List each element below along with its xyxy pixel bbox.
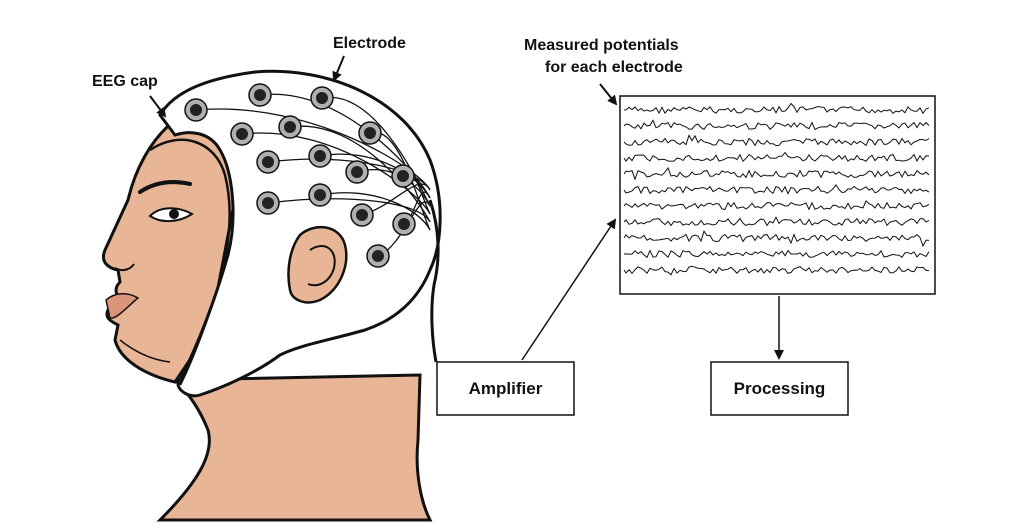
cable-bundle bbox=[428, 199, 440, 363]
eeg-trace bbox=[623, 166, 930, 181]
measured-label-line1: Measured potentials bbox=[524, 37, 679, 54]
electrode bbox=[256, 191, 280, 215]
head-illustration bbox=[102, 69, 442, 522]
electrode bbox=[350, 203, 374, 227]
eeg-trace bbox=[623, 265, 930, 276]
electrode bbox=[391, 164, 415, 188]
eeg-trace bbox=[623, 102, 930, 115]
electrode-wire bbox=[289, 125, 431, 223]
measured-arrow bbox=[599, 83, 618, 106]
pupil bbox=[169, 209, 179, 219]
cap-opening-edge bbox=[149, 138, 231, 386]
eeg-cap-arrow bbox=[149, 95, 167, 118]
electrode-wire bbox=[267, 198, 431, 223]
electrode bbox=[256, 150, 280, 174]
electrode bbox=[184, 98, 208, 122]
processing-label: Processing bbox=[734, 379, 826, 398]
electrode bbox=[358, 121, 382, 145]
amplifier-label: Amplifier bbox=[469, 379, 543, 398]
ear-inner bbox=[307, 245, 336, 287]
nostril bbox=[114, 263, 135, 272]
electrode bbox=[310, 86, 334, 110]
neck bbox=[156, 373, 433, 522]
eeg-cap-label: EEG cap bbox=[92, 73, 158, 90]
eeg-trace bbox=[623, 249, 930, 259]
processing-box bbox=[710, 361, 849, 416]
eeg-trace bbox=[623, 200, 930, 211]
electrode-wire bbox=[321, 96, 431, 207]
eeg-trace bbox=[623, 216, 930, 227]
eeg-traces bbox=[623, 102, 930, 276]
eeg-trace bbox=[623, 230, 930, 248]
electrode bbox=[366, 244, 390, 268]
electrode bbox=[308, 144, 332, 168]
electrode bbox=[278, 115, 302, 139]
electrode-wire bbox=[319, 153, 431, 199]
electrode bbox=[230, 122, 254, 146]
eyebrow bbox=[138, 180, 192, 194]
lips bbox=[105, 293, 140, 319]
signal-panel bbox=[619, 95, 936, 295]
ear bbox=[287, 225, 348, 304]
electrode-wire bbox=[267, 158, 431, 191]
electrode bbox=[392, 212, 416, 236]
electrode-wire bbox=[195, 108, 431, 191]
electrode bbox=[248, 83, 272, 107]
measured-label-line2: for each electrode bbox=[545, 59, 683, 76]
electrode bbox=[345, 160, 369, 184]
eeg-trace bbox=[623, 119, 930, 131]
amplifier-box bbox=[436, 361, 575, 416]
electrode-arrow bbox=[332, 55, 345, 82]
chin bbox=[119, 339, 171, 363]
electrode bbox=[308, 183, 332, 207]
eeg-trace bbox=[623, 134, 930, 147]
electrode-label: Electrode bbox=[333, 35, 406, 52]
amplifier-to-panel-arrow bbox=[521, 218, 617, 361]
eeg-trace bbox=[623, 151, 930, 163]
electrodes bbox=[184, 83, 416, 268]
electrode-wire bbox=[319, 192, 431, 231]
eeg-trace bbox=[623, 184, 930, 195]
